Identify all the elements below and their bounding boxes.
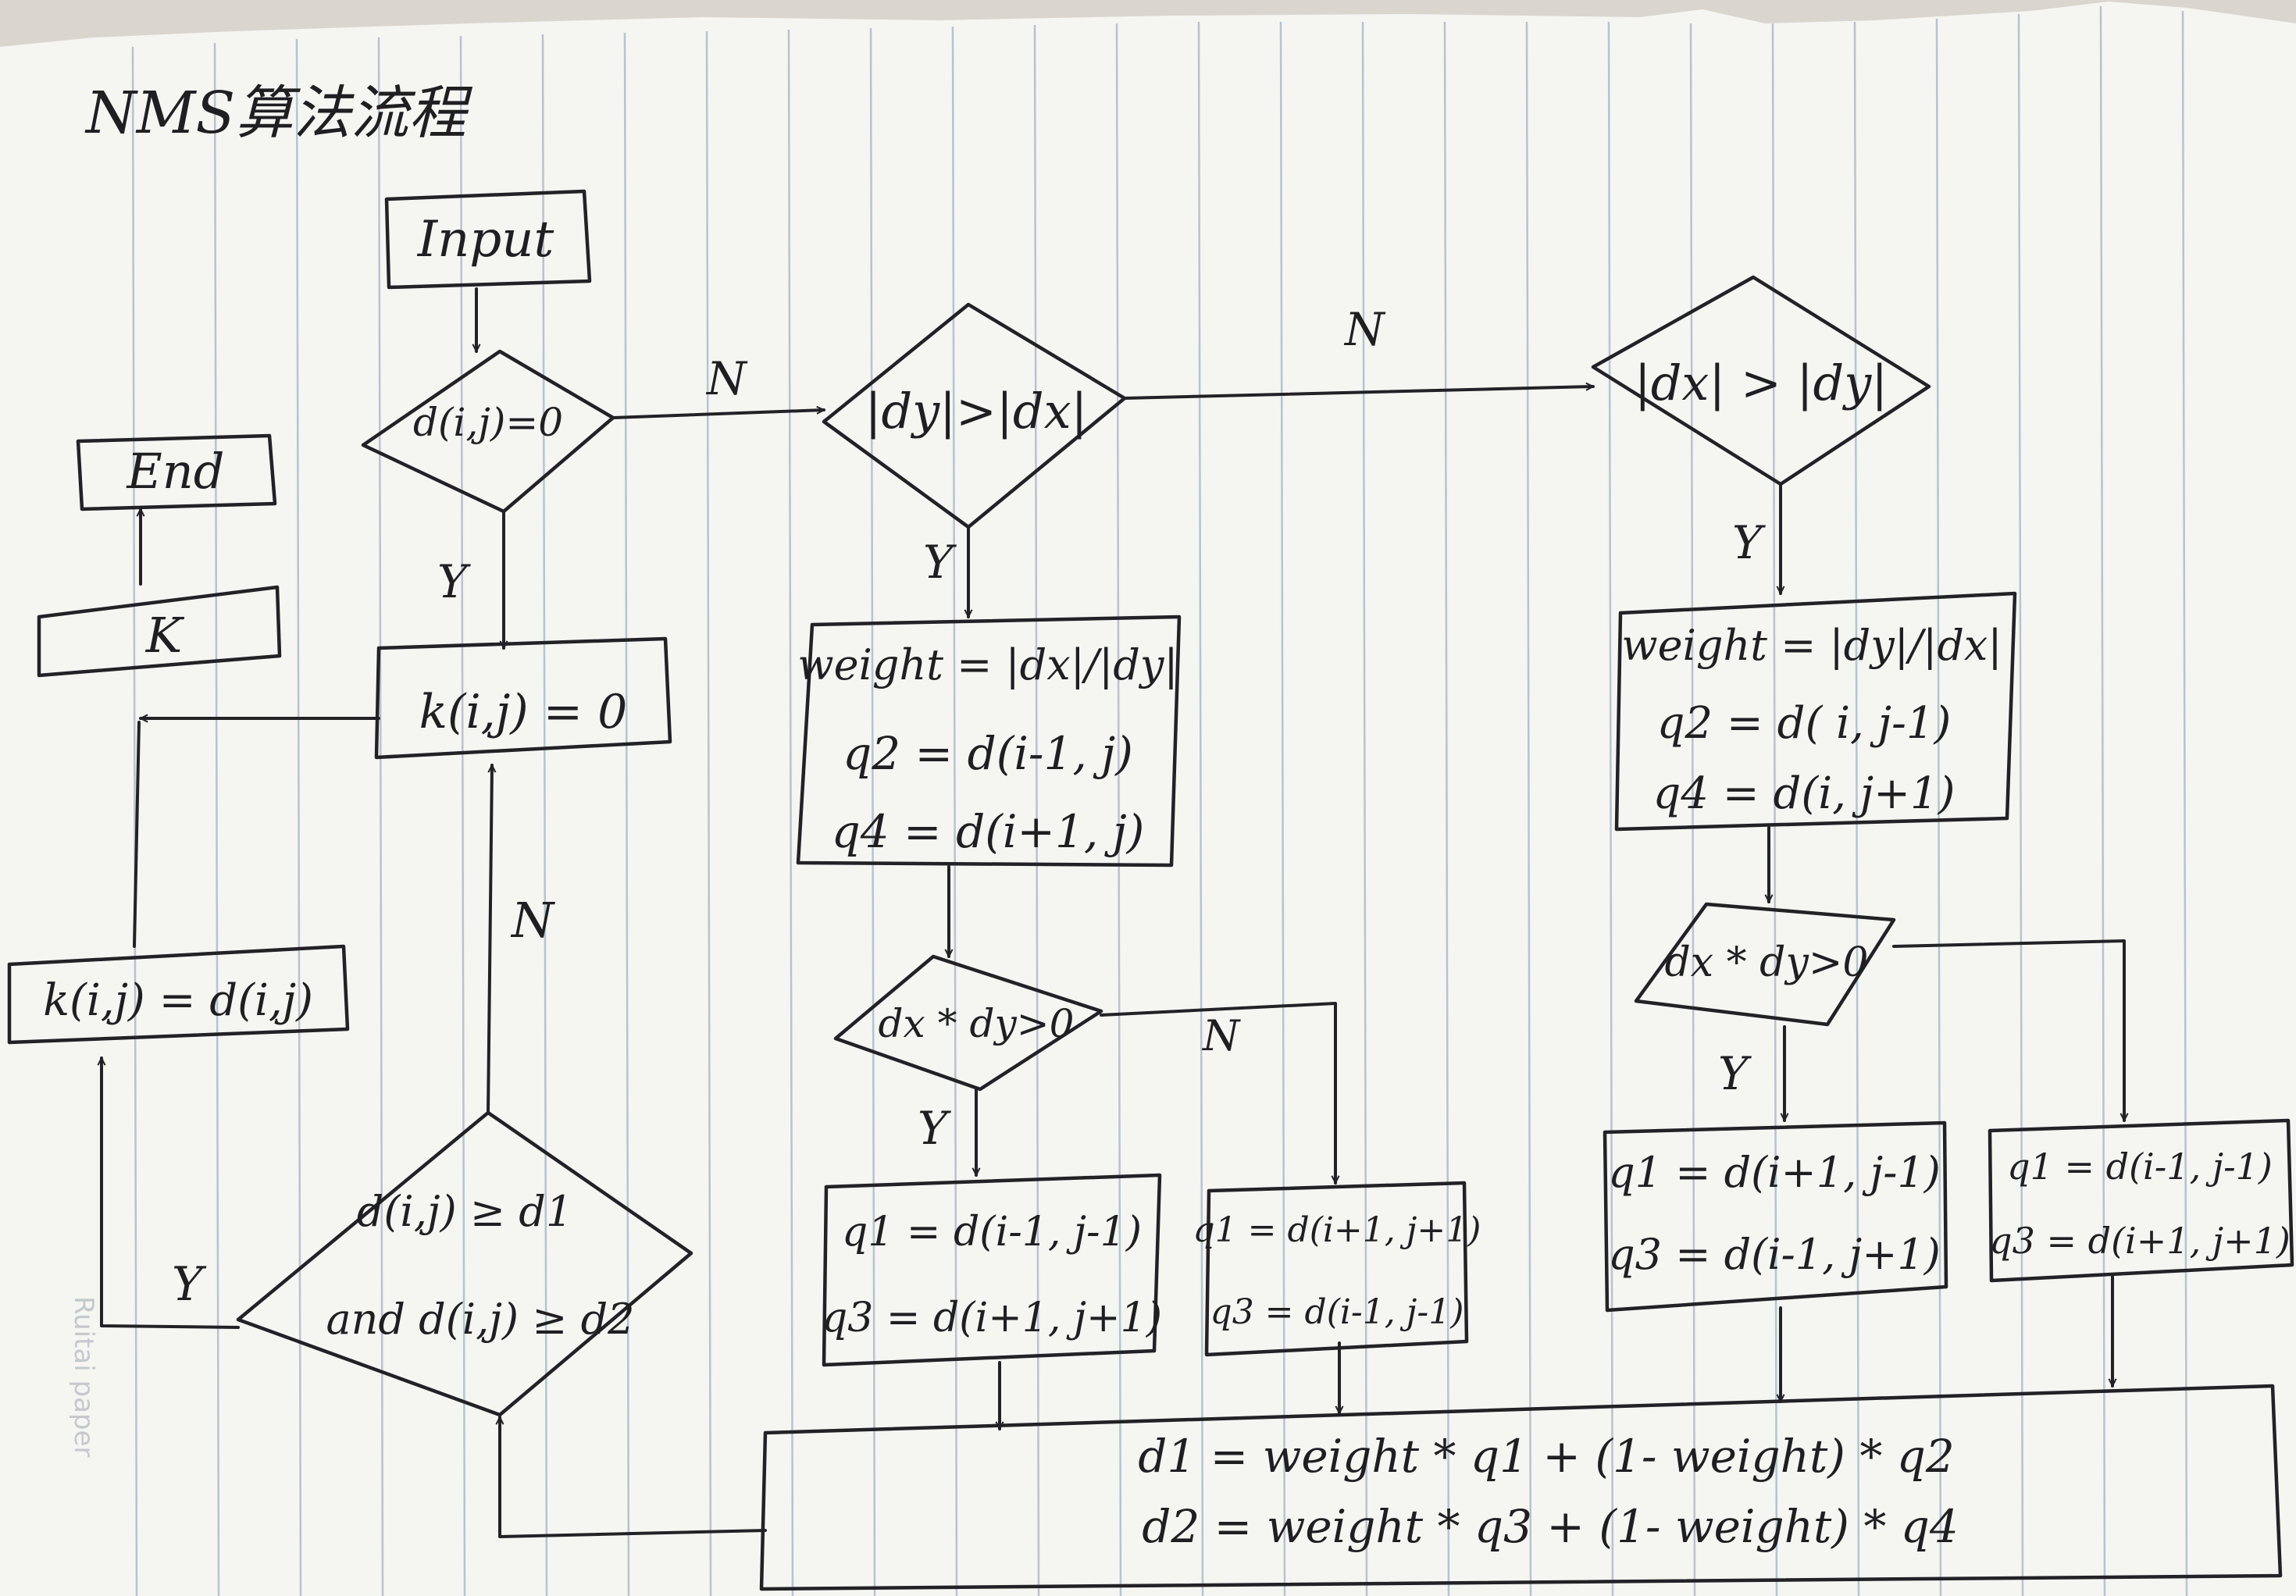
right-weight-line1: weight = |dy|/|dx| xyxy=(1621,621,2002,670)
node-left-y: q1 = d(i-1, j-1) q3 = d(i+1, j+1) xyxy=(822,1173,1162,1367)
label-dxdy-yes: Y xyxy=(1732,516,1766,569)
node-right-y: q1 = d(i+1, j-1) q3 = d(i-1, j+1) xyxy=(1603,1120,1948,1313)
set-zero-label: k(i,j) = 0 xyxy=(419,685,628,739)
edges xyxy=(102,287,2124,1538)
node-input: Input xyxy=(384,189,592,290)
left-n-line2: q3 = d(i-1, j-1) xyxy=(1210,1292,1464,1332)
label-zero-no: N xyxy=(705,352,748,405)
right-weight-line3: q4 = d(i, j+1) xyxy=(1653,768,1956,819)
interp-line1: d1 = weight * q1 + (1- weight) * q2 xyxy=(1138,1430,1955,1483)
label-left-sign-no: N xyxy=(1201,1011,1241,1060)
node-set-zero: k(i,j) = 0 xyxy=(374,636,672,760)
edge-compare-no xyxy=(487,764,492,1114)
right-weight-line2: q2 = d( i, j-1) xyxy=(1657,698,1952,749)
label-compare-no: N xyxy=(510,892,556,949)
edge-left-sign-no xyxy=(1100,1002,1335,1185)
set-keep-label: k(i,j) = d(i,j) xyxy=(43,975,313,1026)
edge-cmp-dydx-to-cmp-dxdy xyxy=(1123,387,1595,400)
label-dydx-yes: Y xyxy=(923,536,957,589)
compare-line2: and d(i,j) ≥ d2 xyxy=(326,1295,634,1344)
right-y-line2: q3 = d(i-1, j+1) xyxy=(1608,1230,1941,1279)
node-right-n: q1 = d(i-1, j-1) q3 = d(i+1, j+1) xyxy=(1988,1118,2294,1283)
label-compare-yes: Y xyxy=(172,1257,207,1312)
cmp-dydx-label: |dy|>|dx| xyxy=(865,383,1088,440)
ruled-lines xyxy=(131,5,2188,1596)
node-cmp-dydx: |dy|>|dx| xyxy=(822,302,1127,529)
left-sign-label: dx * dy>0 xyxy=(879,1001,1075,1046)
label-left-sign-yes: Y xyxy=(918,1102,951,1155)
right-n-line1: q1 = d(i-1, j-1) xyxy=(2007,1145,2273,1188)
paper-watermark: Ruitai paper xyxy=(68,1296,99,1457)
node-right-sign: dx * dy>0 xyxy=(1634,902,1896,1027)
node-k: K xyxy=(37,585,282,678)
node-compare: d(i,j) ≥ d1 and d(i,j) ≥ d2 xyxy=(236,1110,693,1417)
left-weight-line2: q2 = d(i-1, j) xyxy=(843,727,1133,780)
end-label: End xyxy=(127,443,225,500)
left-n-line1: q1 = d(i+1, j+1) xyxy=(1193,1210,1481,1250)
cmp-dxdy-label: |dx| > |dy| xyxy=(1635,354,1888,411)
left-weight-line3: q4 = d(i+1, j) xyxy=(832,805,1145,858)
edge-check-to-cmp-dydx xyxy=(611,410,825,419)
compare-line1: d(i,j) ≥ d1 xyxy=(357,1187,572,1236)
interp-line2: d2 = weight * q3 + (1- weight) * q4 xyxy=(1142,1500,1959,1553)
edge-right-sign-no xyxy=(1892,939,2124,1122)
edge-labels: N Y N Y Y Y N Y N Y xyxy=(172,303,1766,1312)
node-left-n: q1 = d(i+1, j+1) q3 = d(i-1, j-1) xyxy=(1193,1181,1481,1357)
node-interp: d1 = weight * q1 + (1- weight) * q2 d2 =… xyxy=(759,1384,2283,1591)
node-cmp-dxdy: |dx| > |dy| xyxy=(1591,275,1931,486)
label-zero-yes: Y xyxy=(437,555,471,608)
node-check-zero: d(i,j)=0 xyxy=(361,349,615,514)
left-y-line1: q1 = d(i-1, j-1) xyxy=(842,1209,1142,1256)
node-left-weight: weight = |dx|/|dy| q2 = d(i-1, j) q4 = d… xyxy=(796,615,1182,867)
left-weight-line1: weight = |dx|/|dy| xyxy=(797,640,1178,689)
left-y-line2: q3 = d(i+1, j+1) xyxy=(822,1295,1162,1341)
k-label: K xyxy=(145,607,185,664)
node-left-sign: dx * dy>0 xyxy=(833,954,1103,1092)
right-n-line2: q3 = d(i+1, j+1) xyxy=(1989,1220,2291,1262)
label-dydx-no: N xyxy=(1343,303,1386,356)
right-sign-label: dx * dy>0 xyxy=(1665,939,1869,986)
input-label: Input xyxy=(417,211,554,269)
right-y-line1: q1 = d(i+1, j-1) xyxy=(1608,1148,1941,1197)
diagram-title: NMS算法流程 xyxy=(84,80,472,147)
check-zero-label: d(i,j)=0 xyxy=(413,400,563,445)
edge-compare-yes xyxy=(102,1056,240,1329)
edge-interp-to-compare xyxy=(500,1416,767,1538)
node-end: End xyxy=(76,433,277,511)
edge-keep-to-k xyxy=(133,721,141,948)
label-right-sign-yes: Y xyxy=(1718,1047,1752,1100)
node-right-weight: weight = |dy|/|dx| q2 = d( i, j-1) q4 = … xyxy=(1614,591,2017,832)
node-set-keep: k(i,j) = d(i,j) xyxy=(7,944,350,1045)
